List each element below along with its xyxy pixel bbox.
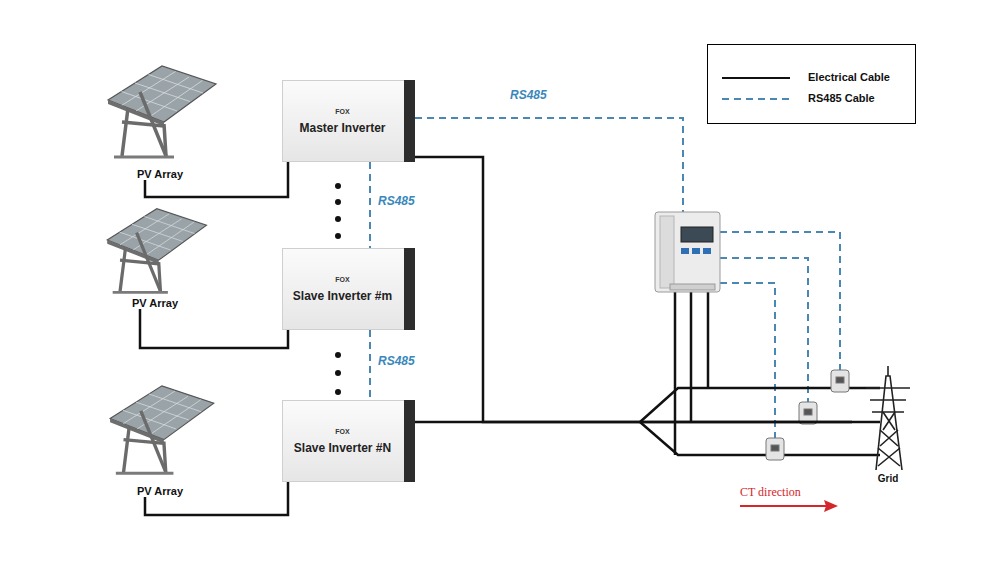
phase-wire: [690, 292, 693, 422]
ellipsis-dots: [335, 352, 341, 358]
transmission-tower: [878, 412, 900, 466]
brand-logo: FOX: [335, 108, 349, 115]
phase-wire: [640, 388, 880, 422]
electrical-cable: [415, 421, 852, 424]
ct-direction-arrow: [740, 505, 826, 507]
pv-panel-picture: [110, 386, 214, 473]
ellipsis-dots: [335, 216, 341, 222]
node-label: Slave Inverter #N: [294, 441, 391, 455]
legend-text: Electrical Cable: [808, 71, 890, 83]
rs485-cable: [369, 162, 371, 248]
brand-logo: FOX: [335, 276, 349, 283]
transmission-tower: [887, 366, 889, 376]
brand-logo: FOX: [335, 428, 349, 435]
phase-wire: [674, 292, 677, 455]
transmission-tower: [876, 376, 902, 470]
grid-tower: Grid: [852, 368, 924, 484]
node-label: Master Inverter: [299, 121, 385, 135]
pv-array: PV Array: [100, 62, 220, 180]
phase-wire: [707, 292, 710, 388]
phase-wire: [852, 421, 880, 424]
electrical-cable: [415, 157, 852, 422]
rs485-cable: [369, 330, 371, 400]
inverter-box: FOX Slave Inverter #m: [282, 248, 415, 330]
current-transformer: [836, 377, 844, 383]
legend-sample: [722, 69, 792, 87]
legend-row: Electrical Cable: [708, 69, 915, 87]
current-transformer: [831, 370, 849, 392]
rs485-cable: [415, 118, 840, 438]
energy-meter: [703, 248, 711, 254]
node-label: PV Array: [132, 297, 178, 309]
ellipsis-dots: [335, 183, 341, 189]
cable-label: RS485: [376, 354, 417, 368]
electrical-cable: [140, 309, 288, 348]
ellipsis-dots: [335, 370, 341, 376]
inverter-side-panel: [404, 248, 415, 330]
legend-sample: [722, 90, 792, 108]
transmission-tower: [866, 388, 910, 412]
rs485-cable: [720, 258, 808, 402]
energy-meter: [660, 216, 674, 288]
node-label: PV Array: [137, 168, 183, 180]
ct-direction-arrow: [824, 500, 838, 512]
energy-meter: [670, 284, 715, 290]
cable-label: RS485: [508, 88, 549, 102]
legend-line: [722, 77, 790, 79]
phase-wire: [640, 422, 880, 455]
pv-array: PV Array: [100, 382, 220, 497]
inverter-side-panel: [404, 80, 415, 162]
inverter-box: FOX Slave Inverter #N: [282, 400, 415, 482]
ct-direction-arrow: [740, 500, 838, 512]
current-transformer: [799, 402, 817, 424]
current-transformer: [766, 438, 784, 460]
cable-label: RS485: [376, 194, 417, 208]
node-label: Slave Inverter #m: [293, 289, 392, 303]
legend-text: RS485 Cable: [808, 92, 875, 104]
rs485-cable: [720, 232, 840, 370]
ellipsis-dots: [335, 199, 341, 205]
node-label: PV Array: [137, 485, 183, 497]
energy-meter: [655, 212, 720, 292]
pv-panel-picture: [107, 66, 216, 473]
phase-wire: [640, 292, 880, 455]
direction-note: CT direction: [740, 485, 801, 500]
energy-meter: [681, 227, 713, 242]
rs485-cable: [415, 118, 683, 212]
node-label: Grid: [878, 473, 899, 484]
pv-panel-picture: [108, 66, 216, 157]
legend-box: Electrical CableRS485 Cable: [707, 44, 916, 124]
energy-meter: [655, 212, 720, 292]
current-transformer: [766, 370, 849, 460]
pv-panel-picture: [107, 209, 206, 293]
energy-meter: [692, 248, 700, 254]
pv-array: PV Array: [95, 205, 215, 309]
rs485-cable: [720, 283, 775, 438]
energy-meter: [681, 248, 689, 254]
ellipsis-dots: [335, 233, 341, 239]
inverter-box: FOX Master Inverter: [282, 80, 415, 162]
legend-row: RS485 Cable: [708, 90, 915, 108]
inverter-side-panel: [404, 400, 415, 482]
legend-line: [722, 98, 790, 100]
transmission-tower: [866, 366, 910, 470]
ellipsis-dots: [335, 389, 341, 395]
current-transformer: [771, 445, 779, 451]
current-transformer: [804, 409, 812, 415]
